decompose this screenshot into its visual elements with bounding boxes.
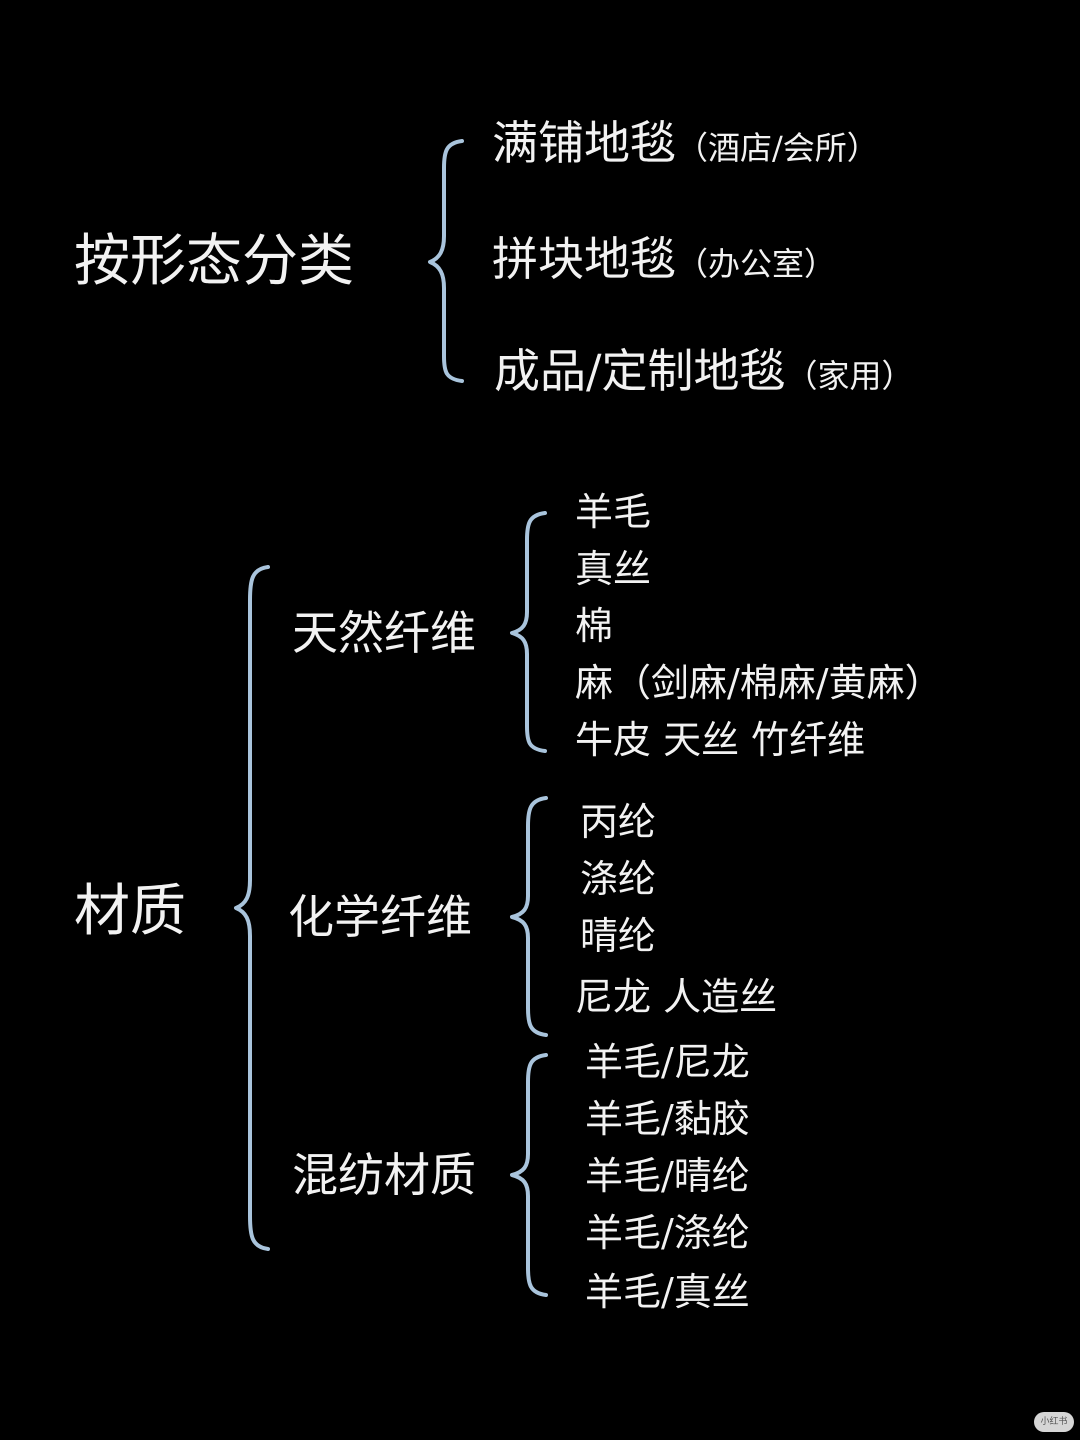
blend-item-3: 羊毛/晴纶 (585, 1154, 750, 1198)
brace-chemical (510, 796, 548, 1037)
brace-blend (510, 1053, 548, 1297)
form-heading: 按形态分类 (74, 229, 354, 294)
form-item-3: 成品/定制地毯（家用） (494, 348, 914, 394)
group-chemical-label: 化学纤维 (288, 890, 472, 944)
natural-item-5: 牛皮 天丝 竹纤维 (575, 718, 866, 762)
group-natural-label: 天然纤维 (292, 606, 476, 660)
blend-item-4: 羊毛/涤纶 (585, 1211, 750, 1255)
form-item-1-note: （酒店/会所） (676, 129, 879, 167)
form-item-1: 满铺地毯（酒店/会所） (492, 120, 879, 166)
group-blend-label: 混纺材质 (292, 1148, 476, 1202)
chemical-item-3: 晴纶 (580, 914, 657, 958)
blend-item-1: 羊毛/尼龙 (585, 1040, 750, 1084)
natural-item-4: 麻（剑麻/棉麻/黄麻） (575, 661, 943, 705)
chemical-item-1: 丙纶 (580, 800, 657, 844)
blend-item-2: 羊毛/黏胶 (585, 1097, 750, 1141)
form-item-2-note: （办公室） (676, 245, 837, 283)
brace-material (234, 565, 270, 1251)
natural-item-1: 羊毛 (575, 490, 652, 534)
chemical-item-2: 涤纶 (580, 857, 657, 901)
material-heading: 材质 (74, 879, 186, 944)
chemical-item-4: 尼龙 人造丝 (575, 975, 778, 1019)
brace-form (428, 139, 464, 383)
form-item-2-label: 拼块地毯 (492, 232, 676, 286)
form-item-3-label: 成品/定制地毯 (494, 344, 786, 398)
form-item-1-label: 满铺地毯 (492, 116, 676, 170)
natural-item-3: 棉 (575, 604, 614, 648)
blend-item-5: 羊毛/真丝 (585, 1270, 750, 1314)
natural-item-2: 真丝 (575, 547, 652, 591)
form-item-3-note: （家用） (785, 357, 914, 395)
brace-natural (510, 511, 547, 753)
watermark-logo: 小红书 (1034, 1412, 1074, 1432)
form-item-2: 拼块地毯（办公室） (492, 236, 836, 282)
